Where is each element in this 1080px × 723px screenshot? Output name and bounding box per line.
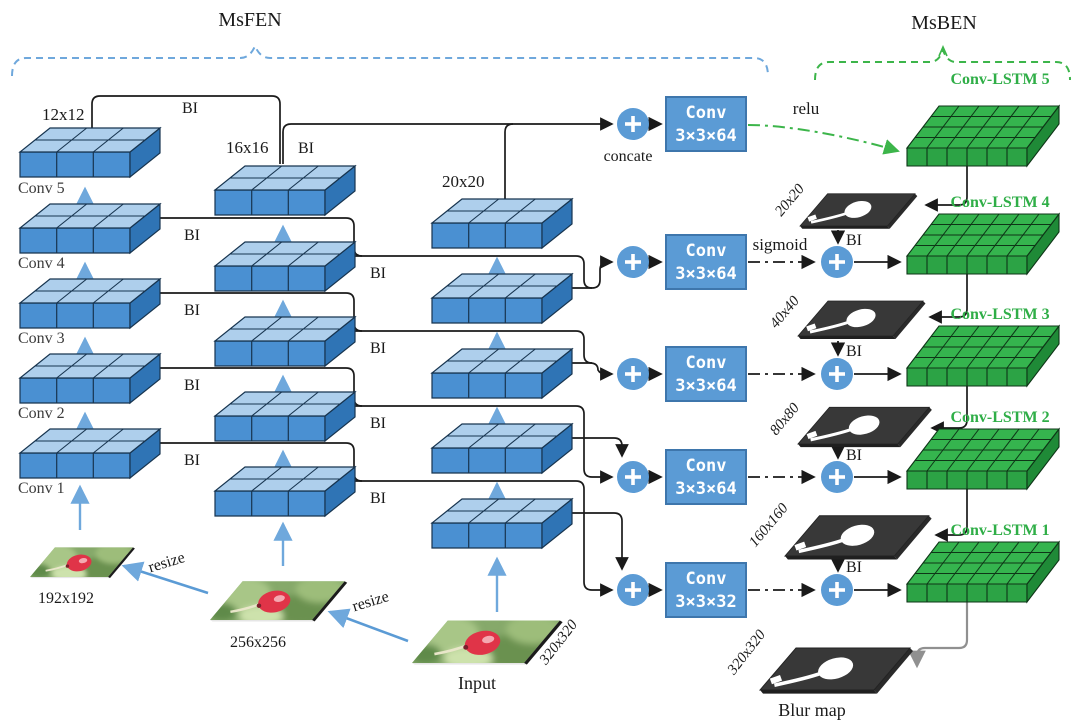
scale-label-20x20: 20x20 [442,172,485,191]
input-256-label: 256x256 [230,634,286,651]
conv-box-row4: Conv 3×3×64 [665,449,747,505]
bi-label: BI [846,232,862,249]
resize-label-2: resize [350,588,391,615]
blur-map-20 [798,192,919,231]
scale-label-16x16: 16x16 [226,138,269,157]
blur-map-caption: Blur map [778,700,846,720]
bi-label: BI [370,490,386,507]
conv1-label: Conv 1 [18,480,65,497]
msben-brace [814,46,1071,81]
input-192-label: 192x192 [38,590,94,607]
map-size-20: 20x20 [772,181,808,220]
blur-map-160 [783,514,934,562]
bi-label: BI [184,227,200,244]
conv-box-row1: Conv 3×3×64 [665,96,747,152]
conv-lstm4-grid [906,213,1060,275]
svg-text:Conv: Conv [686,103,727,123]
concate-label: concate [604,148,653,165]
conv-lstm1-grid [906,541,1060,603]
bi-label: BI [370,415,386,432]
bi-label: BI [184,302,200,319]
bi-label: BI [370,340,386,357]
bi-label: BI [298,140,314,157]
bi-label: BI [182,100,198,117]
blurmap-output-wire [908,602,969,669]
conv-box-row3: Conv 3×3×64 [665,346,747,402]
bi-label: BI [184,377,200,394]
svg-text:Conv: Conv [686,569,727,589]
input-image-256 [208,576,347,626]
conv-box-row5: Conv 3×3×32 [665,562,747,618]
conv5-label: Conv 5 [18,180,65,197]
concat-plus-icons [617,108,649,606]
conv-boxes: Conv 3×3×64 Conv 3×3×64 Conv 3×3×64 Conv… [665,96,747,618]
conv5-slab [19,127,161,178]
msben-plus-icons [821,246,853,606]
svg-text:3×3×64: 3×3×64 [675,376,736,396]
msfen-wires [91,95,629,597]
conv4-slab [19,203,161,254]
msben-brace-tip [938,45,948,57]
bi-label: BI [846,559,862,576]
sigmoid-label: sigmoid [753,235,808,254]
resize-arrows [121,561,409,643]
input-image-192 [28,543,134,581]
conv-box-row2: Conv 3×3×64 [665,234,747,290]
blur-map-80 [796,405,934,449]
conv3-label: Conv 3 [18,330,65,347]
conv-lstm2-label: Conv-LSTM 2 [950,409,1049,426]
svg-text:Conv: Conv [686,241,727,261]
conv2-slab [19,353,161,404]
svg-text:Conv: Conv [686,456,727,476]
bi-label: BI [846,343,862,360]
conv-lstm5-label: Conv-LSTM 5 [950,71,1049,88]
bi-label: BI [184,452,200,469]
conv-column-20x20 [431,198,573,549]
resize-label-1: resize [146,549,187,576]
blur-map-320 [758,646,915,696]
scale-label-12x12: 12x12 [42,105,85,124]
conv-lstm5-grid [906,105,1060,167]
relu-arrow [747,124,900,155]
bi-label: BI [370,265,386,282]
map-size-80: 80x80 [767,400,803,439]
map-size-160: 160x160 [746,500,792,550]
relu-label: relu [793,99,820,118]
input-label: Input [458,673,496,693]
svg-text:3×3×64: 3×3×64 [675,479,736,499]
conv-lstm2-grid [906,428,1060,490]
conv-lstm1-label: Conv-LSTM 1 [950,522,1049,539]
map-size-40: 40x40 [767,293,803,332]
msfen-brace [11,43,769,77]
msfen-title: MsFEN [218,9,281,31]
fusion-stage: Conv 3×3×64 Conv 3×3×64 Conv 3×3×64 Conv… [617,96,900,618]
svg-text:3×3×32: 3×3×32 [675,592,736,612]
svg-text:Conv: Conv [686,353,727,373]
msben-stage [758,105,1060,696]
map-size-320: 320x320 [724,627,769,679]
conv-lstm3-grid [906,325,1060,387]
conv3-slab [19,278,161,329]
svg-text:3×3×64: 3×3×64 [675,264,736,284]
blur-map-40 [796,299,927,341]
conv1-slab [19,428,161,479]
conv2-label: Conv 2 [18,405,65,422]
bi-label: BI [846,447,862,464]
conv4-label: Conv 4 [18,255,65,272]
msben-title: MsBEN [911,12,977,34]
conv-lstm4-label: Conv-LSTM 4 [950,194,1049,211]
svg-text:3×3×64: 3×3×64 [675,126,736,146]
conv-lstm3-label: Conv-LSTM 3 [950,306,1049,323]
